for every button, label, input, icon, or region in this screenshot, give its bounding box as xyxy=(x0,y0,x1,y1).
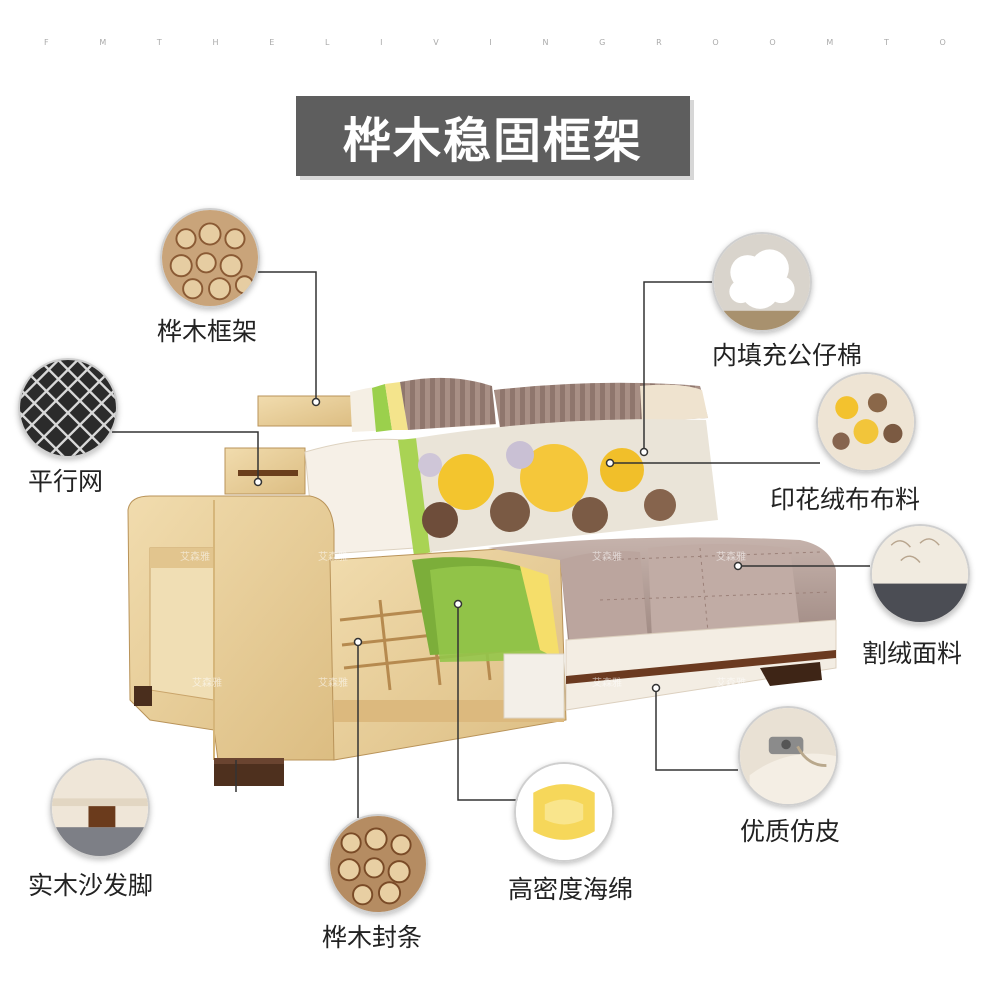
birch-strip-thumbnail xyxy=(328,814,428,914)
wood-armrest xyxy=(127,495,335,761)
tagline-letter: V xyxy=(433,38,439,47)
label-printed-velvet: 印花绒布布料 xyxy=(770,485,921,514)
seat-foam-layers xyxy=(412,557,565,719)
pp-cotton-thumbnail xyxy=(712,232,812,332)
watermark: 艾森雅 xyxy=(192,678,222,689)
headrest-cushions xyxy=(350,377,708,432)
tagline-letter: E xyxy=(269,38,275,47)
watermark: 艾森雅 xyxy=(592,678,622,689)
label-parallel-net: 平行网 xyxy=(28,467,104,496)
birch-frame-thumbnail xyxy=(160,208,260,308)
leather-thumbnail xyxy=(738,706,838,806)
label-solid-legs: 实木沙发脚 xyxy=(28,871,154,900)
label-hd-sponge: 高密度海绵 xyxy=(508,875,634,904)
label-leather: 优质仿皮 xyxy=(740,817,841,846)
tagline-letter: M xyxy=(99,38,107,47)
tagline-letter: T xyxy=(156,38,162,47)
watermark: 艾森雅 xyxy=(318,678,348,689)
tagline-letter: T xyxy=(883,38,889,47)
watermark: 艾森雅 xyxy=(716,552,746,563)
cut-velvet-thumbnail xyxy=(870,524,970,624)
tagline-letter: O xyxy=(939,38,946,47)
watermark: 艾森雅 xyxy=(716,678,746,689)
watermark: 艾森雅 xyxy=(592,552,622,563)
headrest-wood-frame xyxy=(224,395,357,495)
tagline-letter: O xyxy=(712,38,719,47)
label-cut-velvet: 割绒面料 xyxy=(862,639,963,668)
tagline-letter: I xyxy=(380,38,383,47)
seat-cushions xyxy=(488,537,836,646)
tagline-letter: N xyxy=(542,38,549,47)
title-banner: 桦木稳固框架 xyxy=(296,96,690,176)
solid-legs-thumbnail xyxy=(50,758,150,858)
printed-velvet-thumbnail xyxy=(816,372,916,472)
tagline-letter: I xyxy=(489,38,492,47)
page-title: 桦木稳固框架 xyxy=(342,113,643,169)
watermark: 艾森雅 xyxy=(318,552,348,563)
parallel-net-thumbnail xyxy=(18,358,118,458)
watermark: 艾森雅 xyxy=(180,552,210,563)
tagline-letter: H xyxy=(212,38,219,47)
label-birch-frame: 桦木框架 xyxy=(157,317,258,346)
sofa-legs xyxy=(214,758,284,786)
front-leather-panel xyxy=(565,619,837,711)
label-pp-cotton: 内填充公仔棉 xyxy=(712,341,863,370)
tagline-letter: F xyxy=(44,38,49,47)
label-birch-strip: 桦木封条 xyxy=(322,923,423,952)
tagline-letter: G xyxy=(599,38,606,47)
tagline-letter: R xyxy=(656,38,662,47)
tagline-letter: O xyxy=(769,38,776,47)
tagline-letter: M xyxy=(826,38,834,47)
tagline-letter: L xyxy=(325,38,330,47)
hd-sponge-thumbnail xyxy=(514,762,614,862)
